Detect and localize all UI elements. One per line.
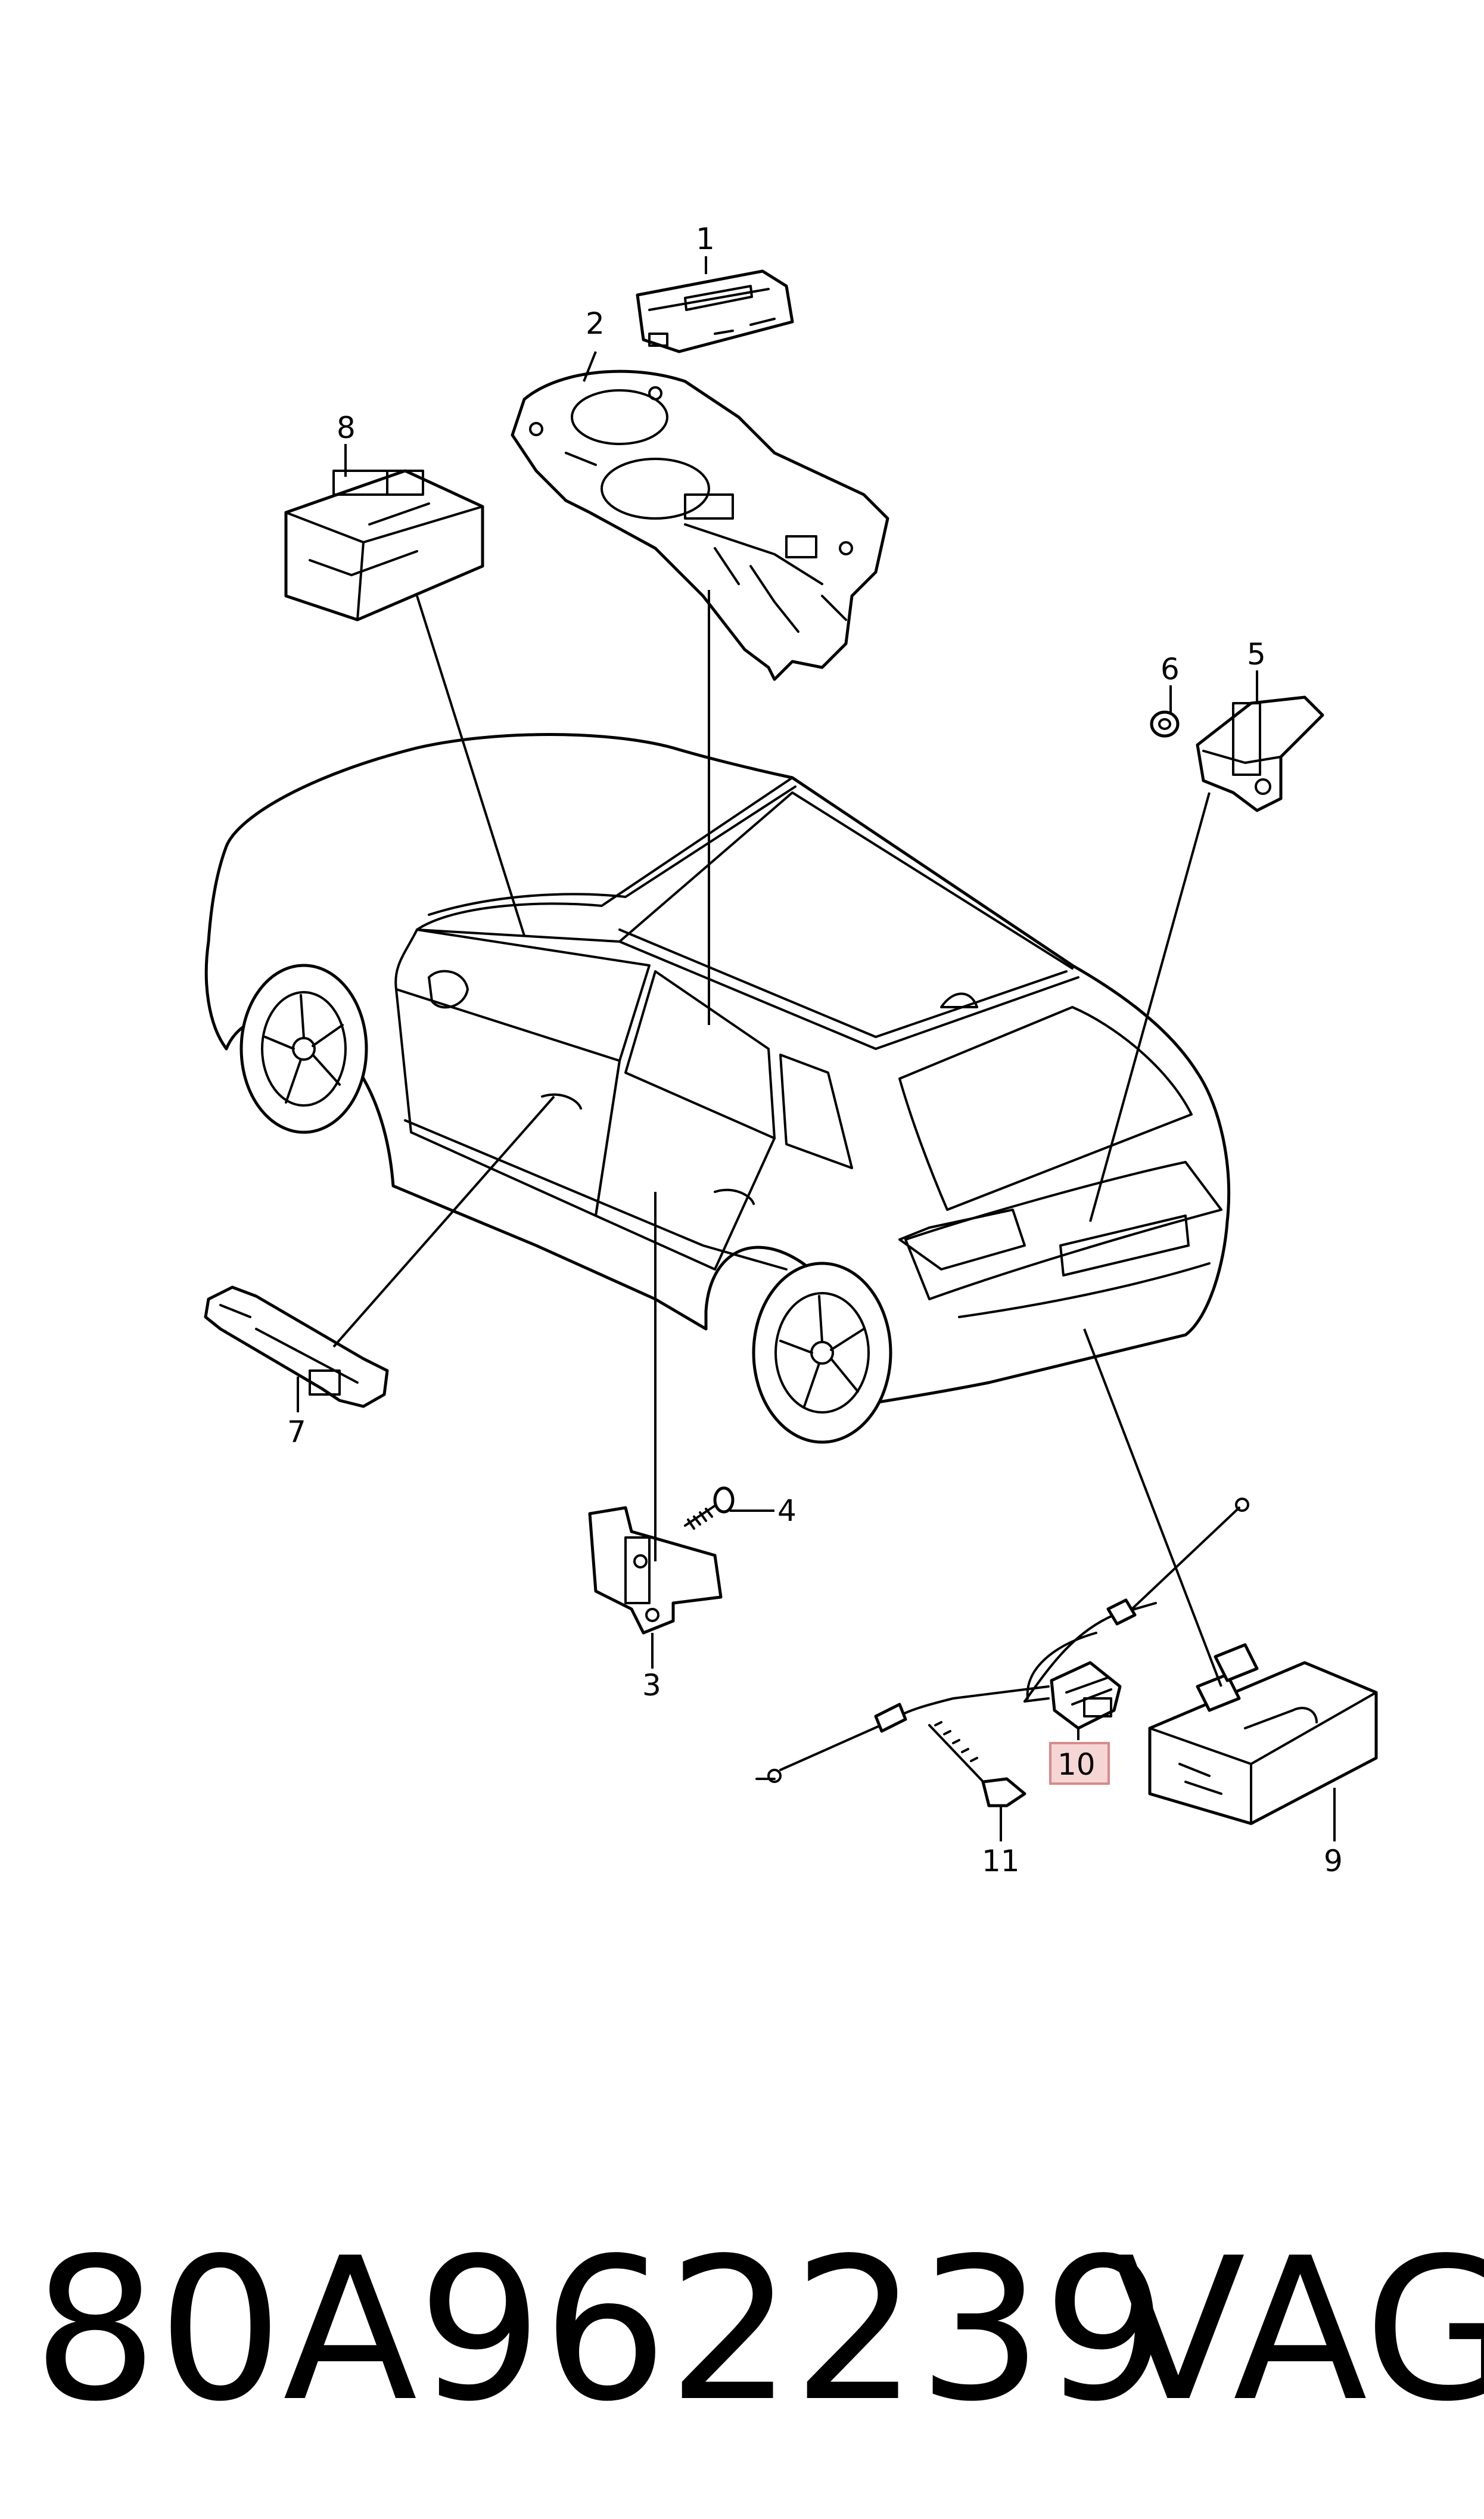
part-8-control-unit bbox=[284, 469, 484, 622]
callout-10: 10 bbox=[1057, 1747, 1096, 1782]
callout-2: 2 bbox=[586, 306, 605, 341]
callout-9: 9 bbox=[1324, 1844, 1343, 1878]
part-4-screw bbox=[684, 1486, 735, 1530]
vehicle-illustration bbox=[204, 733, 1231, 1444]
part-number: 80A962239 bbox=[33, 2216, 1168, 2445]
wiring-harness bbox=[755, 1498, 1249, 1783]
part-9-control-unit bbox=[1148, 1643, 1378, 1825]
parts-diagram: 1 2 8 6 5 7 4 3 10 11 9 bbox=[204, 222, 1378, 1878]
callout-3: 3 bbox=[642, 1668, 661, 1703]
part-2-bracket bbox=[511, 369, 889, 681]
callout-1: 1 bbox=[696, 222, 715, 256]
part-11-cable-tie bbox=[928, 1721, 1026, 1807]
part-5-sensor-bracket bbox=[1196, 695, 1324, 812]
callout-8: 8 bbox=[337, 411, 356, 445]
part-3-bracket bbox=[588, 1506, 723, 1635]
part-6-nut bbox=[1150, 710, 1180, 738]
part-10-connector bbox=[1050, 1661, 1122, 1730]
callout-11: 11 bbox=[982, 1844, 1020, 1878]
callout-7: 7 bbox=[287, 1415, 306, 1449]
part-1-module bbox=[636, 269, 794, 353]
leader-lines bbox=[297, 256, 1336, 1841]
callout-6: 6 bbox=[1161, 652, 1180, 687]
callout-labels: 1 2 8 6 5 7 4 3 10 11 9 bbox=[287, 222, 1343, 1878]
callout-5: 5 bbox=[1247, 637, 1266, 672]
callout-10-highlight bbox=[1049, 1742, 1110, 1785]
callout-4: 4 bbox=[777, 1493, 797, 1528]
part-7-door-handle-antenna bbox=[204, 1285, 389, 1408]
brand-name: VAG bbox=[1111, 2216, 1484, 2445]
